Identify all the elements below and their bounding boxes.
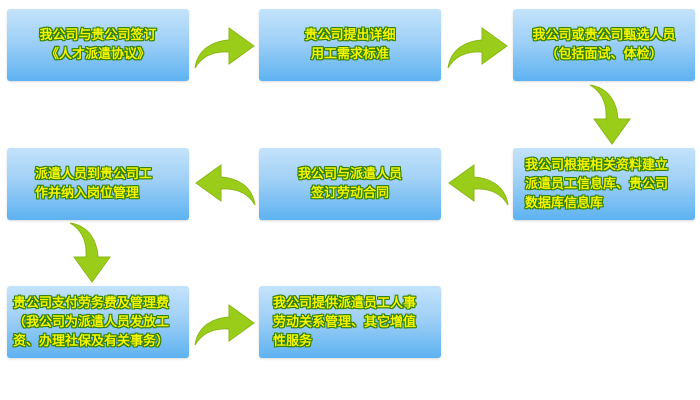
arrow-left-icon — [448, 164, 509, 206]
arrow-right-icon — [447, 27, 508, 69]
arrow-right-icon — [194, 27, 255, 69]
step-7-box: 贵公司支付劳务费及管理费 （我公司为派遣人员发放工 资、办理社保及有关事务） — [7, 286, 189, 358]
step-2-line-1: 贵公司提出详细 — [304, 28, 396, 43]
step-3-line-2: （包括面试、体检） — [545, 47, 663, 62]
arrow-left-icon — [195, 164, 256, 206]
step-5-box: 我公司与派遣人员 签订劳动合同 — [259, 148, 441, 220]
step-4-box: 我公司根据相关资料建立 派遣员工信息库、贵公司 数据库信息库 — [513, 148, 695, 220]
step-1-line-1: 我公司与贵公司签订 — [39, 28, 157, 43]
step-7-line-3: 资、办理社保及有关事务） — [13, 333, 170, 349]
arrow-down-icon — [69, 222, 111, 283]
step-1-line-2: 《人才派遣协议》 — [45, 47, 150, 62]
step-8-line-3: 性服务 — [273, 333, 313, 349]
step-3-line-1: 我公司或贵公司甄选人员 — [532, 28, 676, 43]
step-2-line-2: 用工需求标准 — [310, 47, 389, 62]
step-7-line-1: 贵公司支付劳务费及管理费 — [13, 295, 170, 311]
step-7-line-2: （我公司为派遣人员发放工 — [13, 314, 170, 330]
step-5-line-1: 我公司与派遣人员 — [297, 167, 402, 182]
step-6-line-2: 作并纳入岗位管理 — [35, 186, 140, 201]
step-4-line-2: 派遣员工信息库、贵公司 — [525, 176, 669, 192]
step-1-box: 我公司与贵公司签订 《人才派遣协议》 — [7, 9, 189, 81]
arrow-down-icon — [589, 84, 631, 145]
step-3-box: 我公司或贵公司甄选人员 （包括面试、体检） — [513, 9, 695, 81]
step-4-line-1: 我公司根据相关资料建立 — [525, 157, 669, 173]
step-4-line-3: 数据库信息库 — [525, 195, 604, 211]
step-8-line-2: 劳动关系管理、其它增值 — [273, 314, 417, 330]
step-6-box: 派遣人员到贵公司工 作并纳入岗位管理 — [7, 148, 189, 220]
step-6-line-1: 派遣人员到贵公司工 — [35, 167, 153, 182]
step-5-line-2: 签订劳动合同 — [310, 186, 389, 201]
arrow-right-icon — [194, 304, 255, 346]
step-8-box: 我公司提供派遣员工人事 劳动关系管理、其它增值 性服务 — [259, 286, 441, 358]
step-8-line-1: 我公司提供派遣员工人事 — [273, 295, 417, 311]
step-2-box: 贵公司提出详细 用工需求标准 — [259, 9, 441, 81]
